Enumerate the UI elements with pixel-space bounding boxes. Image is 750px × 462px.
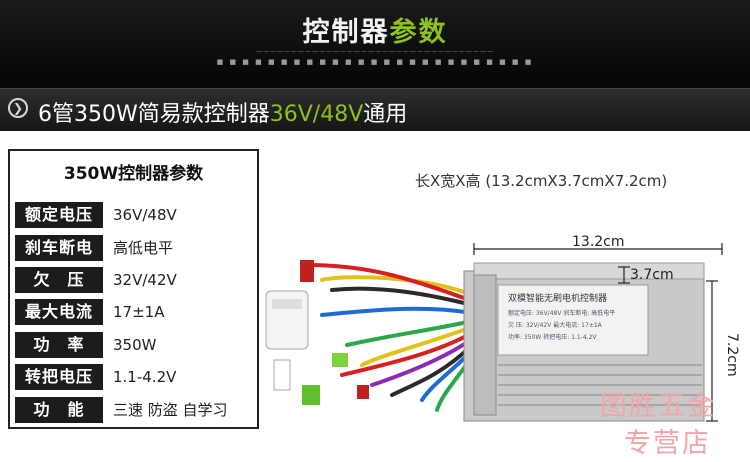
length-label: 13.2cm: [572, 235, 625, 250]
controller-label-line: 额定电压: 36V/48V 刹车断电: 高低电平: [508, 309, 615, 317]
product-title-suffix: 通用: [363, 102, 408, 127]
product-title-main: 6管350W简易款控制器: [38, 102, 270, 127]
spec-value: 32V/42V: [113, 271, 177, 289]
controller-label-line: 功率: 350W 转把电压: 1.1-4.2V: [508, 333, 597, 341]
spec-value: 三速 防盗 自学习: [113, 401, 228, 419]
spec-row: 刹车断电 高低电平: [15, 235, 255, 261]
banner-title: 控制器参数: [0, 10, 750, 49]
controller-label-line: 欠 压: 32V/42V 最大电流: 17±1A: [508, 321, 603, 329]
spec-row: 功 率 350W: [15, 332, 255, 358]
spec-row: 最大电流 17±1A: [15, 299, 255, 325]
width-dimension: [618, 266, 630, 284]
height-label: 7.2cm: [724, 333, 740, 377]
watermark-store-name: 图胜五金: [600, 391, 716, 422]
spec-value: 17±1A: [113, 303, 165, 321]
banner-title-white: 控制器: [302, 17, 390, 48]
wire-bundle: [305, 263, 474, 412]
spec-label: 额定电压: [15, 202, 103, 228]
spec-value: 1.1-4.2V: [113, 368, 177, 386]
chevron-right-icon: ❯: [8, 98, 28, 118]
spec-row: 欠 压 32V/42V: [15, 267, 255, 293]
wire-connectors: [265, 260, 369, 405]
controller-body: [463, 262, 705, 422]
header-banner: 控制器参数 ——————————————————————————————————…: [0, 0, 750, 88]
banner-subtitle: ——————————————————————————————————: [256, 48, 494, 55]
spec-value: 36V/48V: [113, 206, 177, 224]
spec-row: 功 能 三速 防盗 自学习: [15, 397, 255, 423]
spec-label: 功 率: [15, 332, 103, 358]
spec-value: 高低电平: [113, 239, 174, 257]
spec-row: 额定电压 36V/48V: [15, 202, 255, 228]
length-dimension: [473, 243, 723, 255]
spec-row: 转把电压 1.1-4.2V: [15, 364, 255, 390]
spec-label: 功 能: [15, 397, 103, 423]
spec-label: 转把电压: [15, 364, 103, 390]
banner-title-green: 参数: [389, 17, 448, 48]
spec-table-title: 350W控制器参数: [63, 164, 204, 184]
spec-table: 350W控制器参数 额定电压 36V/48V 刹车断电 高低电平 欠 压 32V…: [8, 149, 259, 429]
width-label: 3.7cm: [630, 267, 674, 283]
product-title-voltage: 36V/48V: [269, 102, 364, 127]
spec-label: 刹车断电: [15, 235, 103, 261]
product-title: 6管350W简易款控制器36V/48V通用: [38, 96, 407, 128]
controller-photo: 双模智能无刷电机控制器 额定电压: 36V/48V 刹车断电: 高低电平 欠 压…: [265, 235, 740, 422]
height-dimension: [706, 280, 718, 422]
watermark-store-type: 专营店: [624, 428, 711, 459]
dimensions-text: 长X宽X高 (13.2cmX3.7cmX7.2cm): [415, 172, 668, 190]
spec-label: 最大电流: [15, 299, 103, 325]
product-title-bar: ❯ 6管350W简易款控制器36V/48V通用: [0, 88, 750, 131]
controller-label-title: 双模智能无刷电机控制器: [508, 292, 607, 304]
spec-label: 欠 压: [15, 267, 103, 293]
spec-value: 350W: [113, 336, 157, 354]
banner-dots: ■ ■ ■ ■ ■ ■ ■ ■ ■ ■ ■ ■ ■ ■ ■ ■ ■ ■ ■ ■ …: [216, 58, 534, 66]
